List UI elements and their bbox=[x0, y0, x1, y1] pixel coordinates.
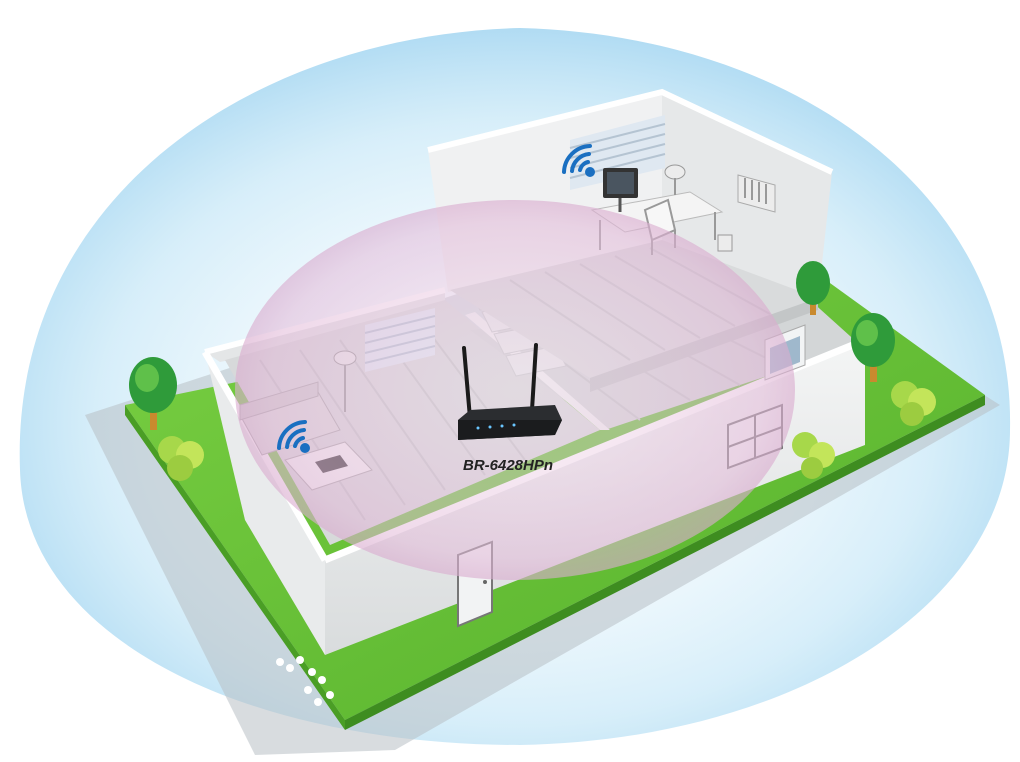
router-coverage-zone bbox=[235, 200, 795, 580]
wifi-signal-icon bbox=[562, 144, 595, 177]
tree-right bbox=[851, 313, 895, 382]
trash-bin bbox=[717, 234, 733, 252]
bush-right bbox=[891, 381, 936, 426]
ground-floor-front-wall bbox=[205, 352, 325, 655]
router-model-label: BR-6428HPn bbox=[463, 457, 553, 474]
tree-left bbox=[129, 357, 177, 430]
bookshelf bbox=[737, 174, 776, 213]
bush-center bbox=[792, 432, 835, 479]
bush-left bbox=[158, 436, 204, 481]
tree-back bbox=[796, 261, 830, 315]
router-antenna-left bbox=[462, 346, 472, 420]
wifi-signal-icon bbox=[277, 420, 310, 453]
flowers bbox=[276, 656, 334, 706]
router-antenna-right bbox=[530, 343, 538, 412]
router bbox=[458, 343, 562, 440]
